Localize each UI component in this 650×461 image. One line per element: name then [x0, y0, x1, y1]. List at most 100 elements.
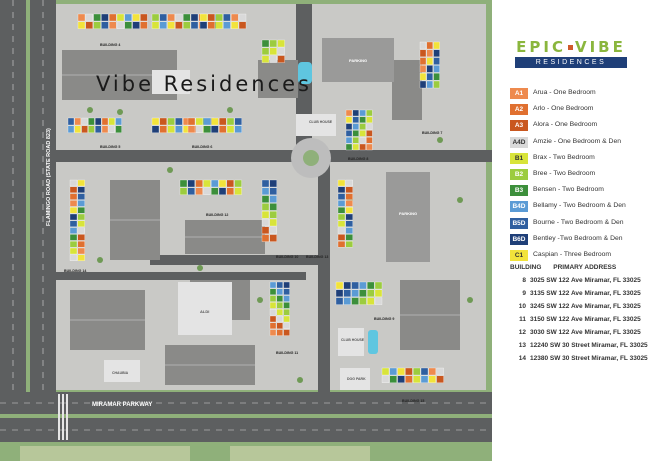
building-number: 9	[522, 290, 526, 297]
apartment-unit	[101, 13, 109, 22]
apartment-unit	[203, 125, 211, 133]
apartment-unit	[81, 125, 88, 133]
legend-label: Bentley -Two Bedroom & Den	[533, 234, 623, 242]
building-label: BUILDING 12	[206, 213, 228, 217]
apartment-unit	[261, 195, 270, 203]
apartment-unit	[187, 117, 196, 126]
apartment-unit	[359, 109, 366, 117]
apartment-unit	[261, 203, 270, 211]
building-address: 3135 SW 122 Ave Miramar, FL 33025	[530, 290, 641, 297]
apartment-unit	[345, 109, 353, 117]
apartment-unit	[69, 247, 78, 255]
building-address: 3030 SW 122 Ave Miramar, FL 33025	[530, 329, 641, 336]
building-address: 12380 SW 30 Street Miramar, FL 33025	[530, 355, 648, 362]
apartment-unit	[276, 309, 283, 316]
apartment-unit	[405, 367, 413, 376]
retail-building	[152, 70, 190, 94]
apartment-unit	[345, 186, 353, 193]
apartment-unit	[405, 375, 413, 383]
apartment-unit	[359, 130, 366, 137]
apartment-unit	[77, 220, 85, 227]
apartment-unit	[426, 49, 433, 57]
apartment-unit	[77, 247, 85, 255]
apartment-unit	[195, 179, 203, 188]
apartment-unit	[359, 116, 366, 123]
apartment-unit	[175, 117, 183, 126]
apartment-unit	[276, 315, 283, 323]
apartment-unit	[343, 297, 351, 305]
apartment-unit	[269, 295, 277, 302]
apartment-unit	[238, 21, 247, 29]
clubhouse-label-2: CLUB HOUSE	[341, 338, 365, 342]
building-number: 12	[518, 329, 526, 336]
apartment-unit	[67, 117, 75, 126]
building-address: 3245 SW 122 Ave Miramar, FL 33025	[530, 303, 641, 310]
apartment-unit	[195, 187, 203, 195]
building-number: 14	[518, 355, 526, 362]
apartment-unit	[433, 73, 440, 81]
apartment-unit	[175, 125, 183, 133]
apartment-unit	[175, 13, 183, 22]
site-map: FLAMINGO ROAD (STATE ROAD 823) MIRAMAR P…	[0, 0, 492, 461]
apartment-unit	[269, 288, 277, 295]
apartment-unit	[167, 117, 175, 126]
legend-label: Arua - One Bedroom	[533, 89, 596, 96]
apartment-unit	[101, 125, 109, 133]
apartment-unit	[419, 57, 427, 65]
building-label: BUILDING 7	[422, 131, 442, 135]
apartment-unit	[115, 125, 122, 133]
apartment-unit	[345, 200, 353, 207]
apartment-unit	[116, 13, 125, 22]
building-address: 3025 SW 122 Ave Miramar, FL 33025	[530, 277, 641, 284]
apartment-unit	[69, 186, 78, 193]
apartment-unit	[283, 288, 290, 295]
apartment-unit	[187, 125, 196, 133]
apartment-unit	[218, 187, 227, 195]
apartment-unit	[269, 302, 277, 309]
apartment-unit	[345, 234, 353, 241]
apartment-unit	[359, 143, 366, 151]
building-label: BUILDING 4	[100, 43, 120, 47]
apartment-unit	[67, 125, 75, 133]
apartment-unit	[269, 211, 277, 219]
building-address: 12240 SW 30 Street Miramar, FL 33025	[530, 342, 648, 349]
pool-2	[368, 330, 378, 354]
apartment-unit	[426, 57, 433, 65]
apartment-unit	[381, 367, 390, 376]
legend-label: Arlo - One Bedroom	[533, 105, 594, 113]
apartment-unit	[77, 254, 85, 261]
apartment-unit	[261, 179, 270, 188]
apartment-unit	[397, 367, 405, 376]
apartment-unit	[203, 179, 211, 188]
apartment-unit	[190, 13, 199, 22]
apartment-unit	[433, 80, 440, 89]
apartment-unit	[69, 193, 78, 200]
apartment-unit	[426, 65, 433, 73]
apartment-unit	[77, 193, 85, 200]
apartment-unit	[419, 49, 427, 57]
site-map-svg: FLAMINGO ROAD (STATE ROAD 823) MIRAMAR P…	[0, 0, 492, 461]
apartment-unit	[352, 109, 359, 117]
apartment-unit	[211, 187, 219, 195]
legend-swatch: B1	[510, 152, 528, 164]
apartment-unit	[269, 187, 277, 195]
apartment-unit	[283, 315, 290, 323]
clubhouse-1-building	[296, 114, 336, 136]
legend-label: Brax - Two Bedroom	[533, 153, 595, 161]
apartment-unit	[389, 367, 397, 376]
apartment-unit	[352, 137, 359, 144]
apartment-unit	[343, 289, 351, 297]
apartment-unit	[207, 13, 215, 22]
apartment-unit	[367, 281, 375, 290]
apartment-unit	[276, 329, 283, 336]
legend-label: Amzie - One Bedroom & Den	[533, 137, 622, 145]
apartment-unit	[420, 367, 429, 376]
brand-subtitle: RESIDENCES	[515, 57, 627, 68]
apartment-unit	[124, 13, 132, 22]
flamingo-road-label: FLAMINGO ROAD (STATE ROAD 823)	[46, 128, 52, 226]
apartment-unit	[88, 117, 95, 126]
apartment-unit	[223, 21, 231, 29]
apartment-unit	[337, 213, 346, 221]
dog-park	[340, 368, 370, 390]
